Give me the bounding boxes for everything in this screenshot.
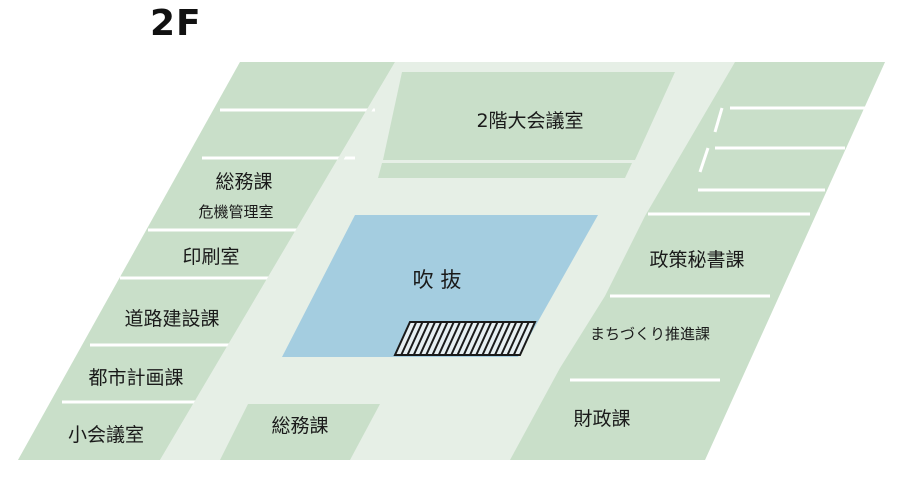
atrium-stairs xyxy=(393,321,537,356)
right-wing-dividers xyxy=(570,106,870,382)
room-label-general-affairs-left: 総務課 xyxy=(215,171,272,193)
room-label-urban-planning: 都市計画課 xyxy=(88,367,183,389)
room-label-large-hall: 2階大会議室 xyxy=(476,110,583,132)
room-label-crisis-management: 危機管理室 xyxy=(198,203,273,221)
room-label-road-construction: 道路建設課 xyxy=(124,308,219,330)
room-label-printing: 印刷室 xyxy=(182,246,239,268)
stair-tread xyxy=(506,321,524,356)
stair-tread xyxy=(500,321,518,356)
general-affairs-bottom-block[interactable] xyxy=(220,404,380,460)
room-label-community-promotion: まちづくり推進課 xyxy=(590,325,710,343)
stair-tread xyxy=(450,321,468,356)
room-label-finance: 財政課 xyxy=(573,408,630,430)
room-label-atrium: 吹 抜 xyxy=(413,268,462,292)
right-wing-block xyxy=(510,62,885,460)
stair-tread xyxy=(512,321,530,356)
room-label-general-affairs-bottom: 総務課 xyxy=(271,415,328,437)
large-hall-strip xyxy=(378,163,632,178)
stair-tread xyxy=(406,321,424,356)
floor-label: 2F xyxy=(150,3,202,44)
stair-tread xyxy=(444,321,461,356)
stair-tread xyxy=(412,321,430,356)
room-label-small-meeting: 小会議室 xyxy=(68,424,144,446)
room-label-policy-secretary: 政策秘書課 xyxy=(649,249,744,271)
left-wing-dividers xyxy=(62,108,375,404)
stair-tread xyxy=(469,321,486,356)
stair-tread xyxy=(456,321,474,356)
stair-tread xyxy=(400,321,418,356)
stair-tread xyxy=(419,321,436,356)
stair-tread xyxy=(437,321,455,356)
stair-tread xyxy=(475,321,493,356)
stair-tread xyxy=(487,321,505,356)
stair-tread xyxy=(481,321,499,356)
stair-tread xyxy=(462,321,480,356)
stair-tread xyxy=(494,321,511,356)
left-wing-block xyxy=(18,62,395,460)
stair-tread xyxy=(425,321,443,356)
left-wing-corridor xyxy=(160,62,400,460)
stair-tread xyxy=(431,321,449,356)
large-hall-block[interactable] xyxy=(383,72,675,160)
